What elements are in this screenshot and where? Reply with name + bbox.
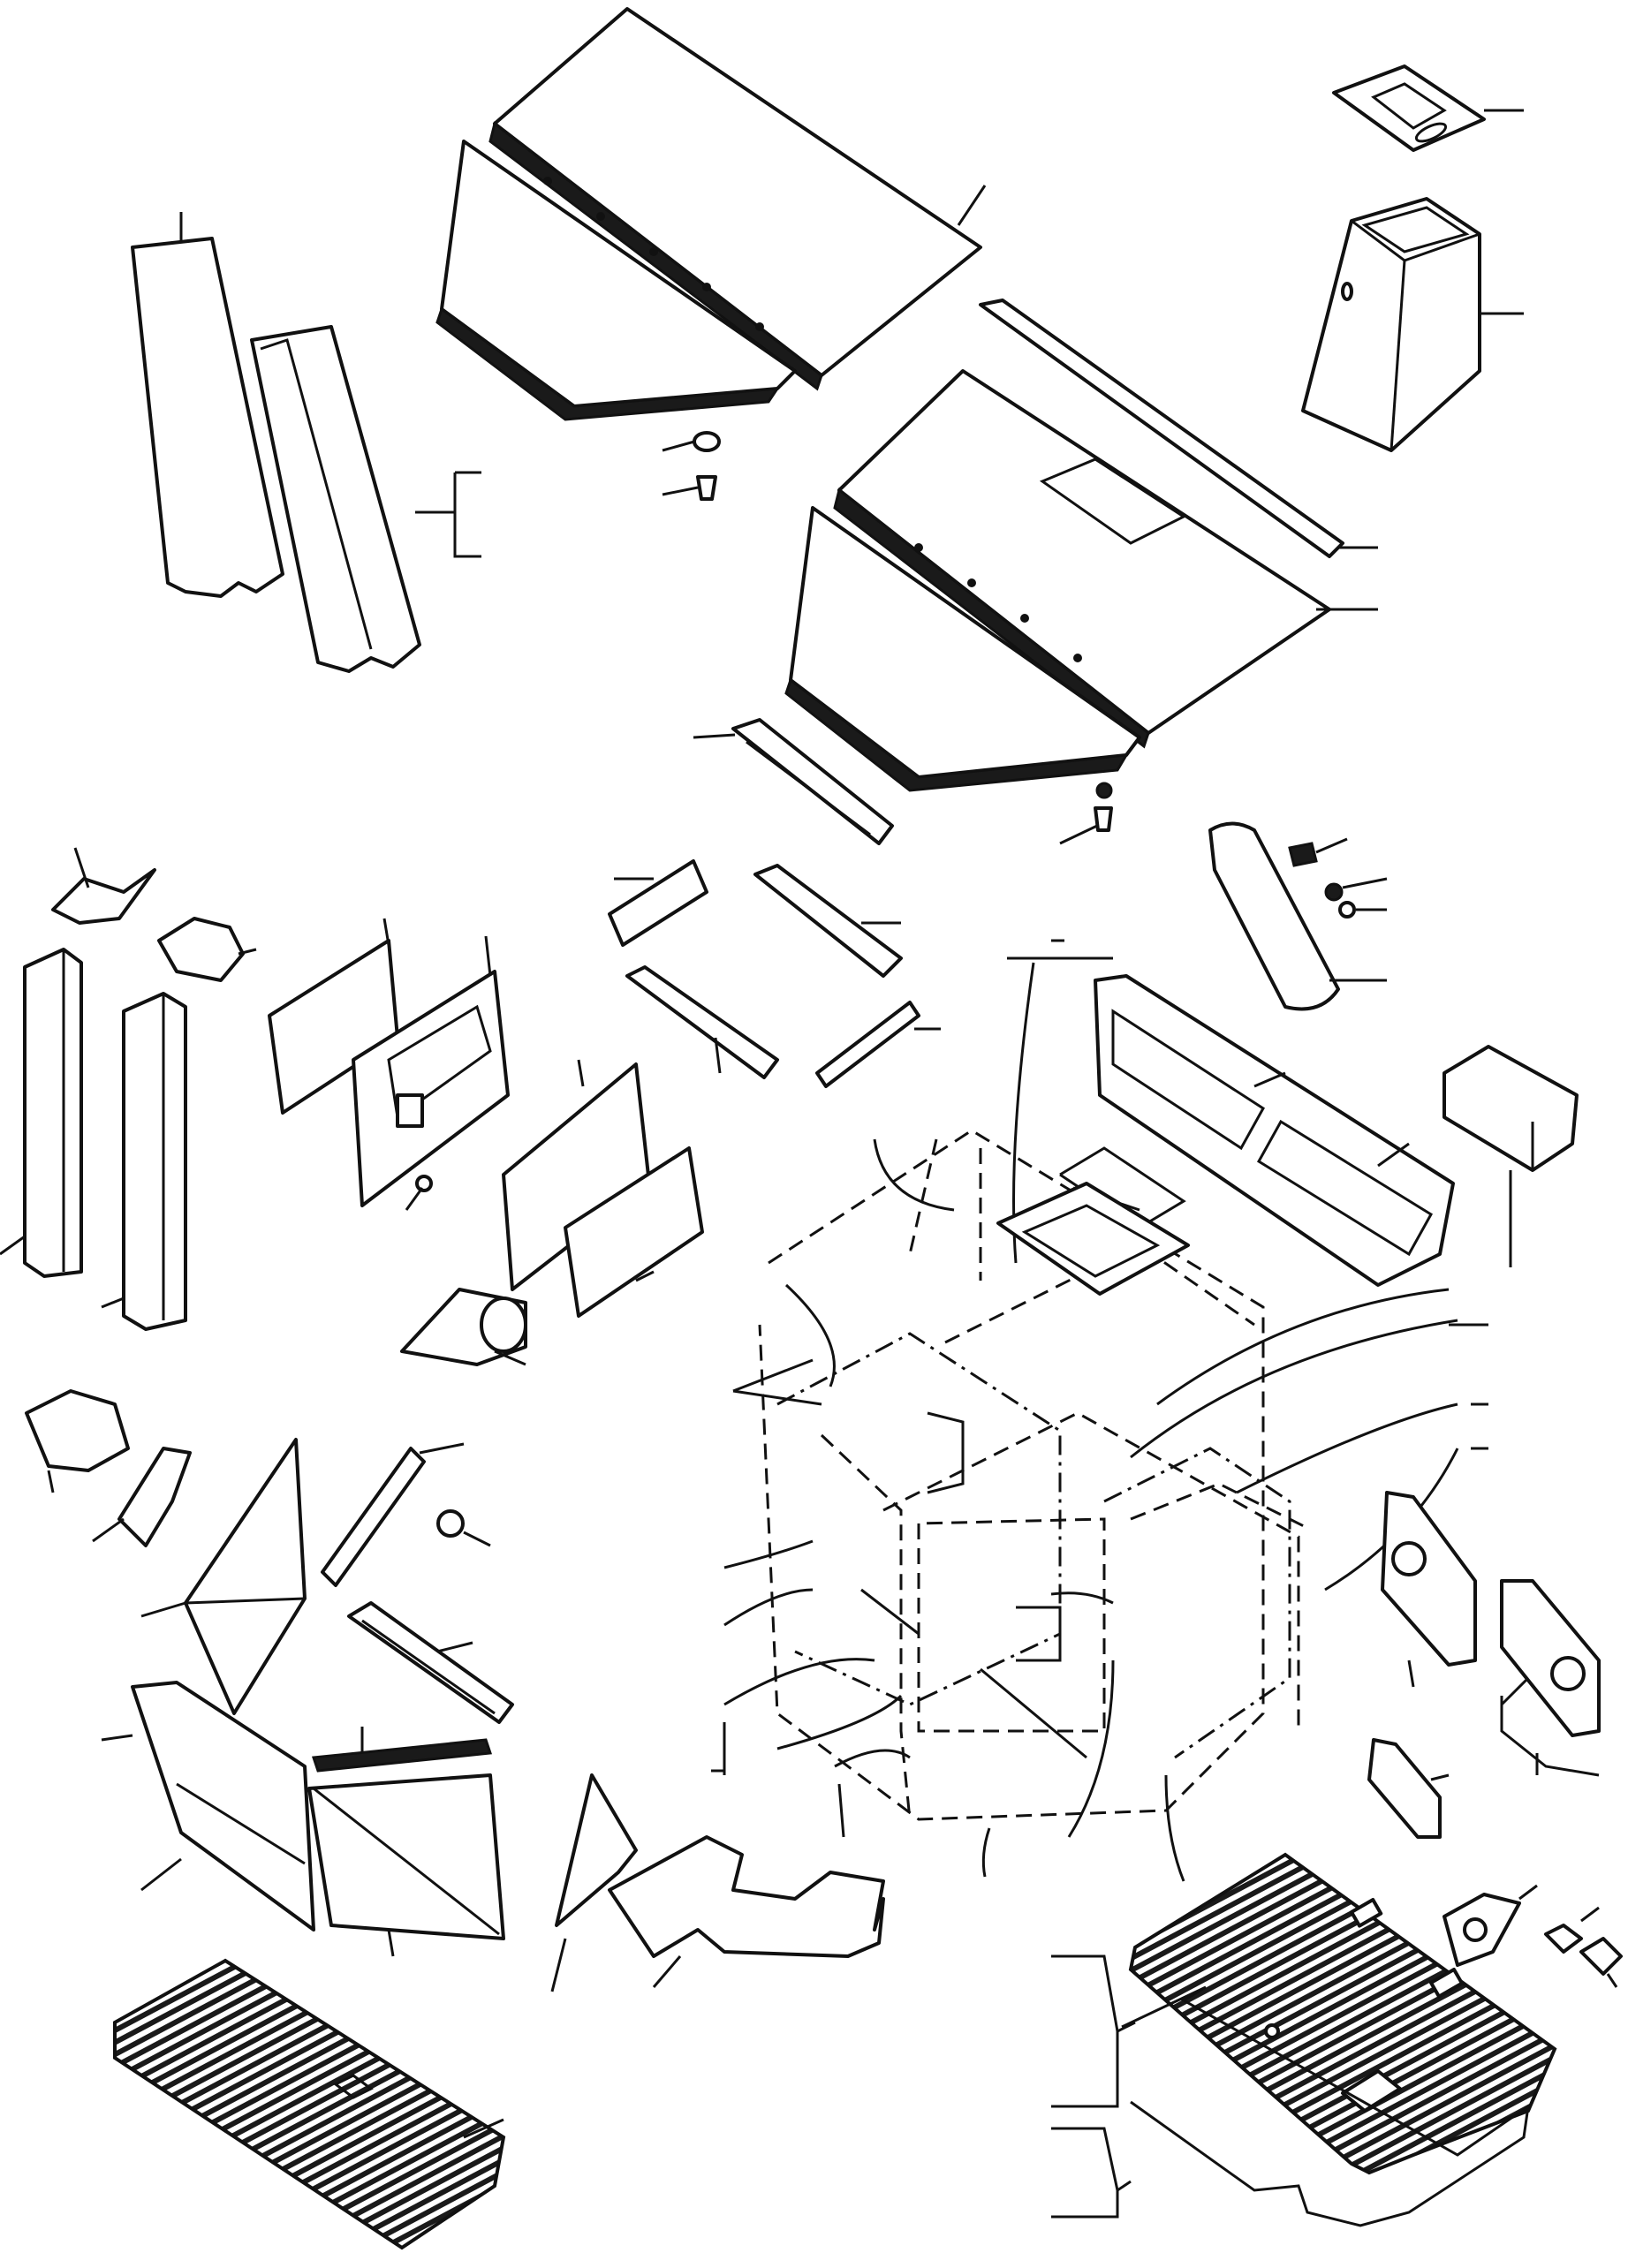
channel-post-left [0, 948, 83, 1278]
screw-fastener [662, 475, 717, 501]
clip-screw [405, 1175, 433, 1211]
angle-bracket-d [815, 1001, 941, 1088]
roof-panel-lower [833, 369, 1378, 749]
angle-bracket-c [625, 965, 779, 1079]
trim-panel-b [352, 935, 510, 1207]
clip-fastener-right [1288, 837, 1388, 919]
window-panel-triangle [140, 1438, 307, 1715]
cab-frame-outline [758, 1129, 1308, 1821]
handle-bracket [693, 718, 894, 845]
floor-underlay-outline [1121, 1985, 1530, 2227]
roof-side-panel-lower [784, 506, 1141, 792]
arrow-shaped-mat [608, 1835, 885, 1988]
pillar-trim-rear [250, 325, 481, 673]
retainer-strip [979, 299, 1378, 558]
floor-mat-right [1128, 1852, 1557, 2175]
window-glass-lower-left [101, 1681, 315, 1932]
roof-panel-upper [488, 7, 987, 391]
rail-bracket [347, 1601, 514, 1724]
air-vent-duct [400, 1288, 527, 1366]
angle-bracket-b [753, 864, 903, 978]
pillar-trim-front [131, 212, 284, 598]
edge-lead-marks [1449, 1323, 1488, 1450]
roof-side-panel-upper [435, 140, 797, 421]
cap-plug [436, 1509, 491, 1547]
triangle-trim [550, 1773, 638, 1992]
channel-post-right [101, 992, 187, 1331]
mat-callout-brackets [1051, 1954, 1136, 2219]
side-panel-with-hole-b [1500, 1579, 1601, 1777]
insulation-piece-c [25, 1389, 130, 1493]
trim-panel-d [564, 1146, 704, 1318]
window-glass-lower-center [307, 1773, 505, 1957]
seal-strip-horizontal [311, 1727, 493, 1773]
heel-pad-bracket [1442, 1884, 1538, 1967]
insulation-piece-d [92, 1447, 192, 1547]
small-pad-a [1544, 1906, 1623, 1988]
harness-routing-lines [711, 962, 1459, 1882]
bolt-fastener [1059, 782, 1113, 845]
seal-strip-vertical [321, 1442, 465, 1587]
foam-block [1442, 1045, 1579, 1267]
nut-fastener [662, 431, 721, 452]
insulation-piece-small-a [51, 847, 156, 925]
console-cover-box [1301, 197, 1524, 452]
dash-upper-cover [1094, 974, 1455, 1287]
small-cover-plate [1367, 1738, 1450, 1839]
gasket-plate [1332, 64, 1524, 152]
defroster-duct [1208, 821, 1387, 1011]
insulation-piece-small-b [157, 917, 257, 982]
floor-mat-left [113, 1958, 506, 2250]
roof-hatch [996, 1182, 1190, 1296]
angle-bracket-a [608, 859, 708, 947]
side-panel-with-hole-a [1381, 1491, 1477, 1688]
